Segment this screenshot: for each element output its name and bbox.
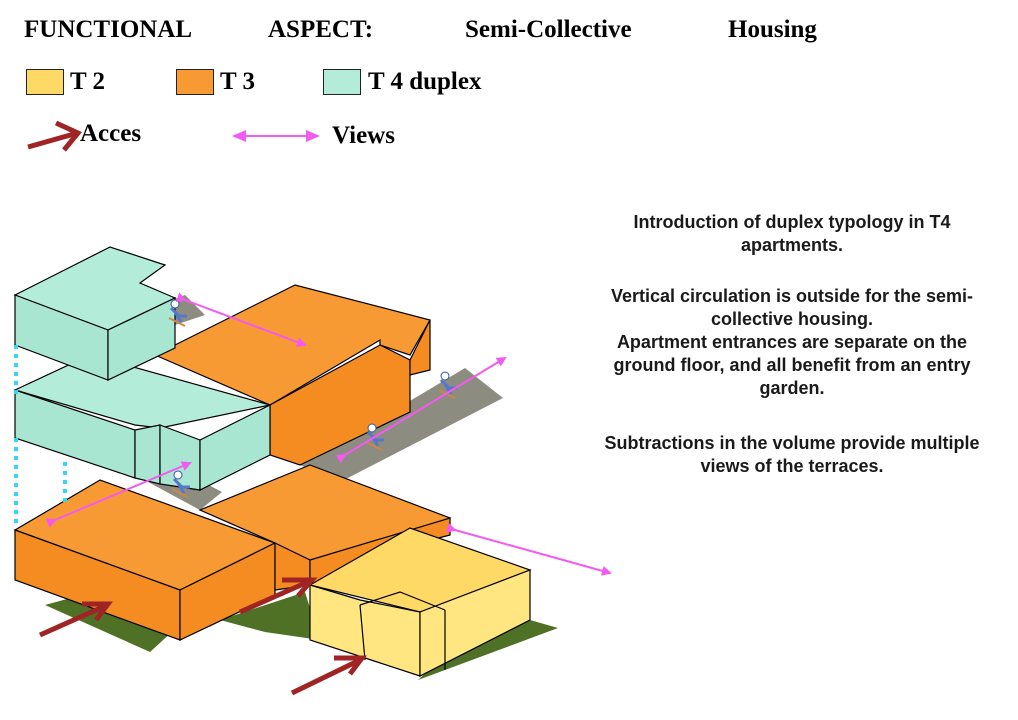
description-text: Subtractions in the volume provide multi… — [604, 433, 980, 476]
legend-label-t4-duplex: T 4 duplex — [368, 68, 482, 95]
legend-label-t3: T 3 — [220, 68, 255, 95]
description-paragraph-1: Introduction of duplex typology in T4 ap… — [592, 211, 992, 257]
acces-arrow-icon — [27, 120, 83, 152]
t2-block — [308, 527, 532, 677]
legend-arrows — [27, 120, 320, 152]
header-aspect: ASPECT: — [268, 16, 374, 43]
legend-swatch-t2 — [26, 69, 64, 95]
legend-swatch-t4-duplex — [323, 69, 361, 95]
header-housing: Housing — [728, 16, 817, 43]
views-arrow-icon — [232, 130, 320, 142]
entry-garden-left — [45, 590, 185, 652]
legend-label-acces: Acces — [80, 120, 142, 147]
legend-label-views: Views — [332, 122, 395, 149]
entry-garden-middle — [220, 592, 320, 640]
access-arrow-icon — [38, 601, 113, 638]
description-paragraph-3: Subtractions in the volume provide multi… — [592, 432, 992, 478]
view-arrow — [45, 461, 192, 528]
view-arrow — [445, 523, 612, 576]
entry-garden-right — [418, 620, 558, 680]
description-text: Vertical circulation is outside for the … — [610, 286, 974, 329]
legend-label-t2: T 2 — [70, 68, 105, 95]
legend-swatch-t3 — [176, 69, 214, 95]
description-text: Apartment entrances are separate on the … — [613, 332, 971, 398]
description-paragraph-2: Vertical circulation is outside for the … — [592, 285, 992, 400]
view-arrow — [175, 292, 307, 347]
view-arrow — [335, 356, 507, 464]
access-arrow-icon — [238, 577, 318, 615]
access-arrow-icon — [290, 655, 367, 696]
header-semi-collective: Semi-Collective — [465, 16, 632, 43]
t4-duplex-upper-tier — [13, 246, 177, 381]
header-functional: FUNCTIONAL — [24, 16, 193, 43]
description-text: Introduction of duplex typology in T4 ap… — [633, 212, 951, 255]
